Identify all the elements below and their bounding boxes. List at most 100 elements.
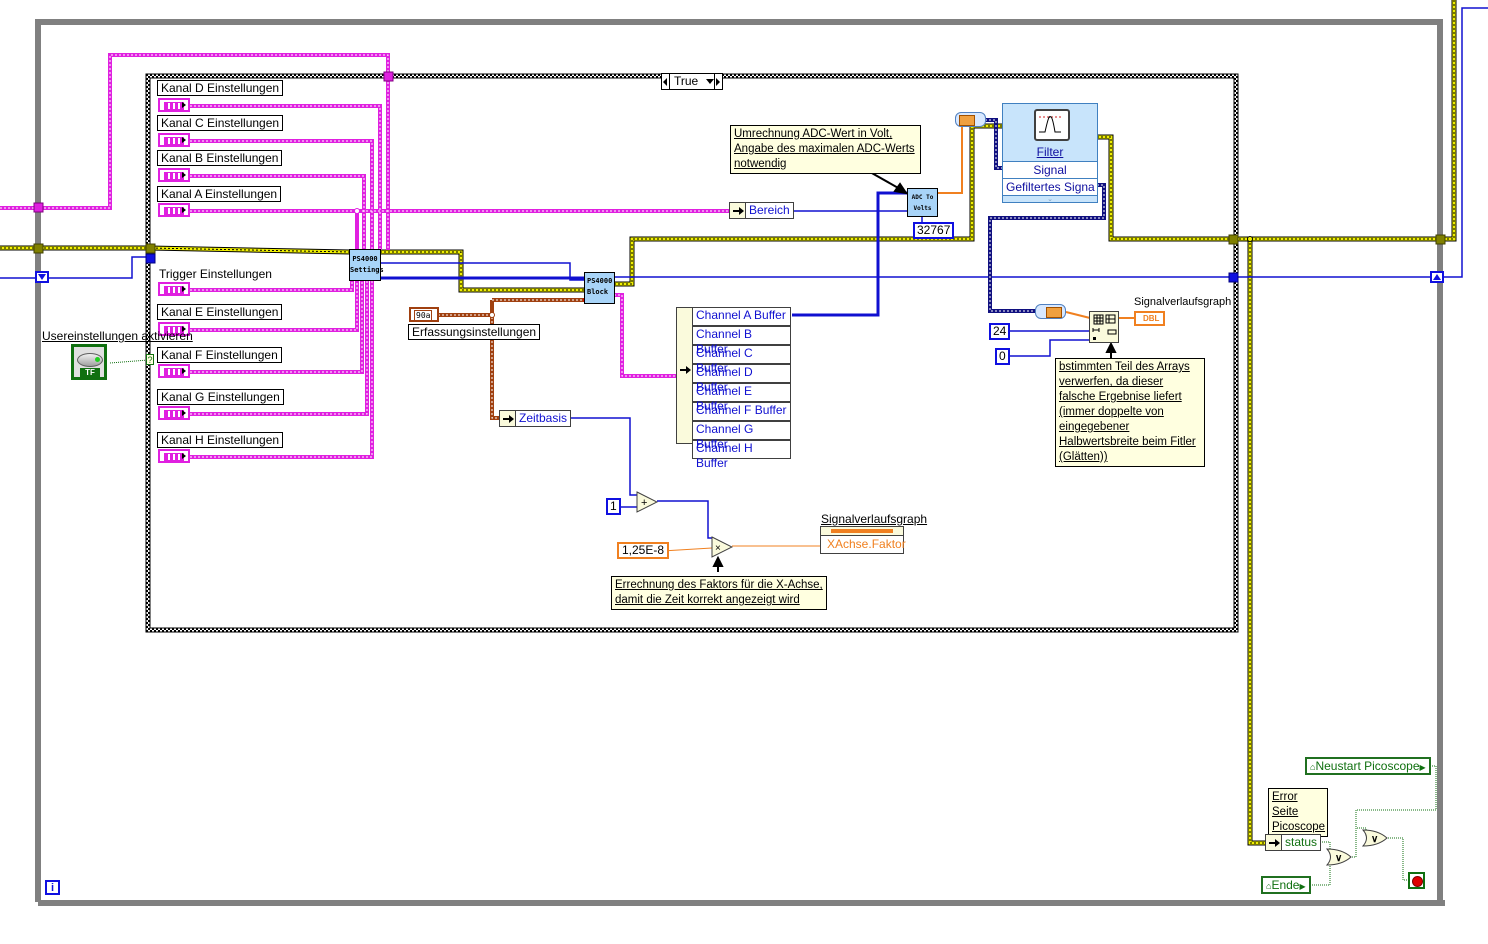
cluster-label-kanal-c: Kanal C Einstellungen <box>157 115 284 131</box>
cluster-label-kanal-g: Kanal G Einstellungen <box>157 389 284 405</box>
cluster-constant-kanal-b[interactable] <box>158 168 190 182</box>
filter-input-signal[interactable]: Signal <box>1003 161 1097 178</box>
triangle-down-icon <box>38 274 46 280</box>
property-node-header <box>821 527 903 536</box>
unbundle-channel-buffers-node[interactable] <box>676 307 693 444</box>
cluster-constant-kanal-d[interactable] <box>158 98 190 112</box>
or-gate-1[interactable]: ∨ <box>1326 848 1352 866</box>
cluster-label-kanal-e: Kanal E Einstellungen <box>157 304 283 320</box>
or-operator: ∨ <box>1371 834 1378 845</box>
cluster-constant-kanal-a[interactable] <box>158 203 190 217</box>
property-node[interactable]: XAchse.Faktor <box>820 526 906 554</box>
channel-b-buffer: Channel B Buffer <box>692 326 791 356</box>
triangle-up-icon <box>1433 274 1441 280</box>
subset-index-constant[interactable]: 24 <box>989 323 1011 340</box>
add-operator: + <box>641 497 647 509</box>
add-node[interactable]: + <box>636 491 658 513</box>
arrow-right-icon <box>733 207 744 215</box>
case-selector-terminal: ? <box>146 354 154 365</box>
property-xachse-faktor[interactable]: XAchse.Faktor <box>827 537 906 551</box>
comment-array: bstimmten Teil des Arrays verwerfen, da … <box>1055 358 1205 467</box>
cluster-label-kanal-a: Kanal A Einstellungen <box>157 186 282 202</box>
one-constant[interactable]: 1 <box>606 498 621 515</box>
unbundle-status-field: status <box>1281 834 1322 851</box>
adc-max-constant[interactable]: 32767 <box>913 222 955 239</box>
tunnel-blue-case-left <box>145 253 156 264</box>
channel-c-buffer: Channel C Buffer <box>692 345 791 375</box>
channel-g-buffer: Channel G Buffer <box>692 421 791 451</box>
bool-control-type: TF <box>80 368 100 377</box>
cluster-label-trigger: Trigger Einstellungen <box>159 267 272 281</box>
channel-d-buffer: Channel D Buffer <box>692 364 791 394</box>
graph-terminal-label: Signalverlaufsgraph <box>1134 296 1232 308</box>
tunnel-pink-case-top <box>383 71 394 82</box>
led-icon <box>77 353 103 367</box>
unbundle-zeitbasis-field: Zeitbasis <box>515 410 572 427</box>
local-var-ende[interactable]: ⌂Ende▶ <box>1261 876 1311 894</box>
loop-stop-terminal[interactable] <box>1408 872 1425 889</box>
tunnel-pink-loop <box>33 202 44 213</box>
adc-to-volts-subvi[interactable]: ADC To Volts <box>907 188 938 217</box>
unbundle-status-node[interactable] <box>1265 834 1282 851</box>
graph-terminal[interactable]: DBL <box>1134 311 1165 326</box>
array-subset-node[interactable] <box>1089 311 1119 343</box>
unbundle-zeitbasis-node[interactable] <box>499 410 516 427</box>
cluster-label-kanal-f: Kanal F Einstellungen <box>157 347 282 363</box>
ps4000-block-subvi[interactable]: PS4000 Block <box>584 272 615 304</box>
cluster-constant-kanal-e[interactable] <box>158 322 190 336</box>
case-selector[interactable]: True <box>661 73 723 90</box>
cluster-label-kanal-b: Kanal B Einstellungen <box>157 150 283 166</box>
unbundle-bereich-node[interactable] <box>729 202 746 219</box>
cluster-label-kanal-d: Kanal D Einstellungen <box>157 80 284 96</box>
tunnel-error-case-left <box>145 243 156 254</box>
comment-adc: Umrechnung ADC-Wert in Volt, Angabe des … <box>730 125 921 174</box>
cluster-constant-kanal-f[interactable] <box>158 364 190 378</box>
cluster-constant-kanal-c[interactable] <box>158 133 190 147</box>
filter-express-vi[interactable]: Filter Signal Gefiltertes Signa ⌄ <box>1002 103 1098 203</box>
info-icon: i <box>50 882 55 894</box>
output-arrow-icon: ▶ <box>1299 882 1306 891</box>
acquisition-settings-constant[interactable]: 90a <box>409 307 439 322</box>
stop-icon <box>1412 876 1423 887</box>
convert-to-dynamic-data[interactable] <box>955 112 986 127</box>
case-next-arrow-icon[interactable] <box>714 74 722 89</box>
while-loop-frame <box>35 19 1443 905</box>
channel-f-buffer: Channel F Buffer <box>692 402 791 421</box>
local-var-neustart[interactable]: ⌂Neustart Picoscope▶ <box>1305 757 1431 775</box>
subset-zero-constant[interactable]: 0 <box>995 348 1010 365</box>
or-operator: ∨ <box>1335 853 1342 864</box>
output-arrow-icon: ▶ <box>1419 763 1426 772</box>
case-prev-arrow-icon[interactable] <box>662 74 670 89</box>
filter-expand-chevron-icon[interactable]: ⌄ <box>1003 195 1097 204</box>
factor-constant[interactable]: 1,25E-8 <box>617 542 670 559</box>
property-node-label: Signalverlaufsgraph <box>821 512 928 526</box>
ps4000-settings-subvi[interactable]: PS4000 Settings <box>349 249 384 281</box>
cluster-constant-kanal-g[interactable] <box>158 406 190 420</box>
multiply-node[interactable]: × <box>711 536 733 558</box>
shift-register-left[interactable] <box>35 271 49 283</box>
channel-e-buffer: Channel E Buffer <box>692 383 791 413</box>
bool-control-label: Usereinstellungen aktivieren <box>42 329 193 343</box>
comment-xaxis: Errechnung des Faktors für die X-Achse, … <box>611 576 827 610</box>
convert-from-dynamic-data[interactable] <box>1035 304 1066 319</box>
channel-h-buffer: Channel H Buffer <box>692 440 791 470</box>
cluster-constant-kanal-h[interactable] <box>158 449 190 463</box>
ddt-to-dbl-icon <box>1046 307 1062 318</box>
case-dropdown-icon[interactable] <box>706 74 714 89</box>
array-subset-icon <box>1092 314 1117 340</box>
cluster-constant-trigger[interactable] <box>158 282 190 296</box>
tunnel-error-case-right <box>1228 234 1239 245</box>
comment-error: Error Seite Picoscope <box>1268 788 1328 837</box>
iteration-terminal: i <box>45 880 60 895</box>
channel-a-buffer: Channel A Buffer <box>692 307 791 326</box>
tunnel-error-loop-right <box>1435 234 1446 245</box>
filter-output-signal[interactable]: Gefiltertes Signa <box>1003 178 1097 195</box>
arrow-right-icon <box>680 366 691 374</box>
shift-register-right[interactable] <box>1430 271 1444 283</box>
graph-terminal-type: DBL <box>1143 314 1160 323</box>
bool-control-terminal[interactable]: TF <box>71 344 107 380</box>
or-gate-2[interactable]: ∨ <box>1362 829 1388 847</box>
tunnel-error-loop-left <box>33 243 44 254</box>
filter-bandpass-icon <box>1034 109 1070 141</box>
house-icon: ⌂ <box>1310 762 1316 772</box>
